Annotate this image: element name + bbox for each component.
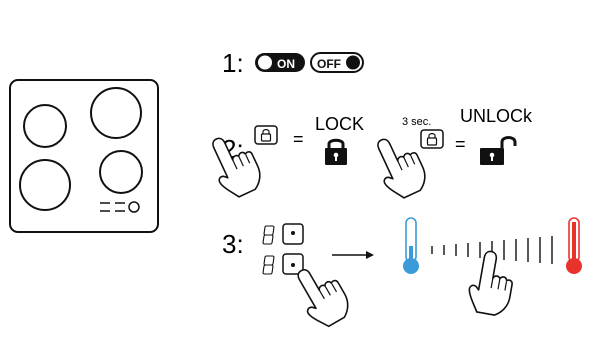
lock-key[interactable] (255, 126, 277, 144)
on-label: ON (277, 57, 295, 71)
slider-hand-icon (466, 249, 517, 317)
thermometer-cold-icon (403, 218, 419, 274)
padlock-open-icon (480, 138, 515, 166)
off-toggle[interactable]: OFF (311, 53, 363, 72)
unlock-key[interactable] (421, 130, 443, 148)
padlock-closed-icon (325, 140, 347, 165)
thermometer-hot-icon (566, 218, 582, 274)
on-toggle-knob (258, 56, 272, 70)
segment-digit-bottom (263, 256, 274, 274)
lock-equals: = (293, 129, 304, 149)
select-key-top[interactable] (283, 224, 303, 244)
segment-digit-top (263, 226, 274, 244)
off-label: OFF (317, 57, 341, 71)
cooktop-panel (10, 80, 158, 232)
step-1-number: 1: (222, 48, 244, 78)
unlock-duration: 3 sec. (402, 116, 431, 128)
lock-label: LOCK (315, 114, 364, 134)
off-toggle-knob (346, 56, 360, 70)
unlock-equals: = (455, 134, 466, 154)
arrow-right-icon (332, 251, 374, 259)
on-toggle[interactable]: ON (255, 53, 305, 72)
unlock-label: UNLOCk (460, 106, 533, 126)
step-3-number: 3: (222, 229, 244, 259)
